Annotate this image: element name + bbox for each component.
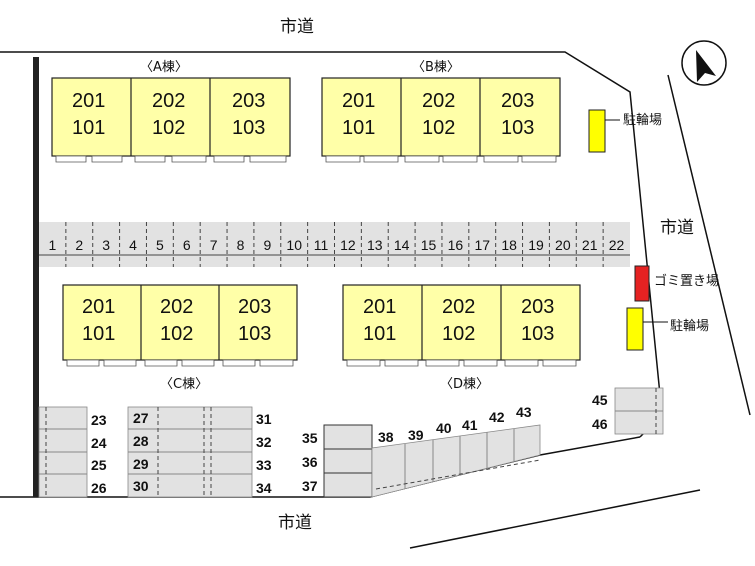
bike-parking-south-label: 駐輪場 xyxy=(670,318,709,334)
parking-slot-19: 19 xyxy=(528,237,544,253)
unit-b-101: 101 xyxy=(342,117,375,139)
building-a: 〈A棟〉 201 101 202 102 203 103 xyxy=(51,60,291,163)
building-c-label: 〈C棟〉 xyxy=(160,377,208,392)
parking-slot-26: 26 xyxy=(91,480,107,496)
east-road-edge xyxy=(667,74,751,416)
parking-slot-20: 20 xyxy=(555,237,571,253)
parking-slot-15: 15 xyxy=(421,237,437,253)
parking-slot-31: 31 xyxy=(256,411,272,427)
parking-slot-34: 34 xyxy=(256,480,272,496)
parking-slot-38: 38 xyxy=(378,429,394,445)
parking-slot-25: 25 xyxy=(91,457,107,473)
parking-slot-36: 36 xyxy=(302,454,318,470)
parking-slot-9: 9 xyxy=(263,237,271,253)
unit-c-102: 102 xyxy=(160,323,193,345)
unit-a-201: 201 xyxy=(72,90,105,112)
parking-slot-32: 32 xyxy=(256,434,272,450)
parking-slot-24: 24 xyxy=(91,435,107,451)
building-d-label: 〈D棟〉 xyxy=(440,377,489,392)
unit-c-202: 202 xyxy=(160,296,193,318)
parking-slot-45: 45 xyxy=(592,392,608,408)
north-arrow-icon xyxy=(681,40,727,86)
road-label-north: 市道 xyxy=(280,17,314,37)
parking-slot-33: 33 xyxy=(256,457,272,473)
parking-slot-4: 4 xyxy=(129,237,137,253)
parking-lot-south: 23 24 25 26 27 28 29 30 31 32 33 34 35 3… xyxy=(38,387,664,498)
garbage-area: ゴミ置き場 xyxy=(634,265,719,302)
unit-d-203: 203 xyxy=(521,296,554,318)
parking-slot-28: 28 xyxy=(133,433,149,449)
parking-slot-40: 40 xyxy=(436,420,452,436)
south-road-edge xyxy=(409,489,701,549)
parking-slot-27: 27 xyxy=(133,410,149,426)
parking-slot-37: 37 xyxy=(302,478,318,494)
parking-slot-8: 8 xyxy=(237,237,245,253)
parking-slot-11: 11 xyxy=(314,237,329,253)
unit-b-203: 203 xyxy=(501,90,534,112)
parking-slot-13: 13 xyxy=(367,237,383,253)
building-c: 201 101 202 102 203 103 〈C棟〉 xyxy=(62,284,298,392)
unit-a-103: 103 xyxy=(232,117,265,139)
unit-b-201: 201 xyxy=(342,90,375,112)
parking-slot-39: 39 xyxy=(408,427,424,443)
unit-d-102: 102 xyxy=(442,323,475,345)
parking-slot-46: 46 xyxy=(592,416,608,432)
parking-slot-1: 1 xyxy=(49,237,57,253)
parking-slot-14: 14 xyxy=(394,237,410,253)
building-d: 201 101 202 102 203 103 〈D棟〉 xyxy=(342,284,581,392)
unit-c-101: 101 xyxy=(82,323,115,345)
parking-slot-18: 18 xyxy=(501,237,517,253)
unit-c-103: 103 xyxy=(238,323,271,345)
unit-d-201: 201 xyxy=(363,296,396,318)
garbage-area-label: ゴミ置き場 xyxy=(654,273,719,289)
parking-slot-41: 41 xyxy=(462,417,478,433)
road-label-south: 市道 xyxy=(278,513,312,533)
bike-parking-north-label: 駐輪場 xyxy=(623,112,662,128)
parking-slot-30: 30 xyxy=(133,478,149,494)
unit-a-203: 203 xyxy=(232,90,265,112)
unit-b-103: 103 xyxy=(501,117,534,139)
parking-slot-16: 16 xyxy=(448,237,464,253)
parking-slot-5: 5 xyxy=(156,237,164,253)
parking-slot-21: 21 xyxy=(582,237,598,253)
unit-a-101: 101 xyxy=(72,117,105,139)
parking-slot-43: 43 xyxy=(516,404,532,420)
parking-slot-29: 29 xyxy=(133,456,149,472)
parking-slot-17: 17 xyxy=(474,237,490,253)
parking-slot-23: 23 xyxy=(91,412,107,428)
unit-d-103: 103 xyxy=(521,323,554,345)
west-wall xyxy=(33,57,39,497)
unit-d-101: 101 xyxy=(363,323,396,345)
building-b-label: 〈B棟〉 xyxy=(412,60,460,75)
unit-d-202: 202 xyxy=(442,296,475,318)
parking-slot-12: 12 xyxy=(340,237,356,253)
unit-a-202: 202 xyxy=(152,90,185,112)
parking-slot-2: 2 xyxy=(75,237,83,253)
bike-parking-south: 駐輪場 xyxy=(626,307,709,351)
unit-c-201: 201 xyxy=(82,296,115,318)
unit-b-202: 202 xyxy=(422,90,455,112)
parking-slot-22: 22 xyxy=(609,237,625,253)
parking-slot-3: 3 xyxy=(102,237,110,253)
parking-slot-7: 7 xyxy=(210,237,218,253)
road-label-east: 市道 xyxy=(660,218,694,238)
parking-slot-6: 6 xyxy=(183,237,191,253)
unit-b-102: 102 xyxy=(422,117,455,139)
parking-slot-42: 42 xyxy=(489,409,505,425)
building-a-label: 〈A棟〉 xyxy=(140,60,188,75)
parking-slot-35: 35 xyxy=(302,430,318,446)
building-b: 〈B棟〉 201 101 202 102 203 103 xyxy=(321,60,561,163)
unit-a-102: 102 xyxy=(152,117,185,139)
unit-c-203: 203 xyxy=(238,296,271,318)
bike-parking-north: 駐輪場 xyxy=(588,109,662,153)
parking-slot-10: 10 xyxy=(286,237,302,253)
